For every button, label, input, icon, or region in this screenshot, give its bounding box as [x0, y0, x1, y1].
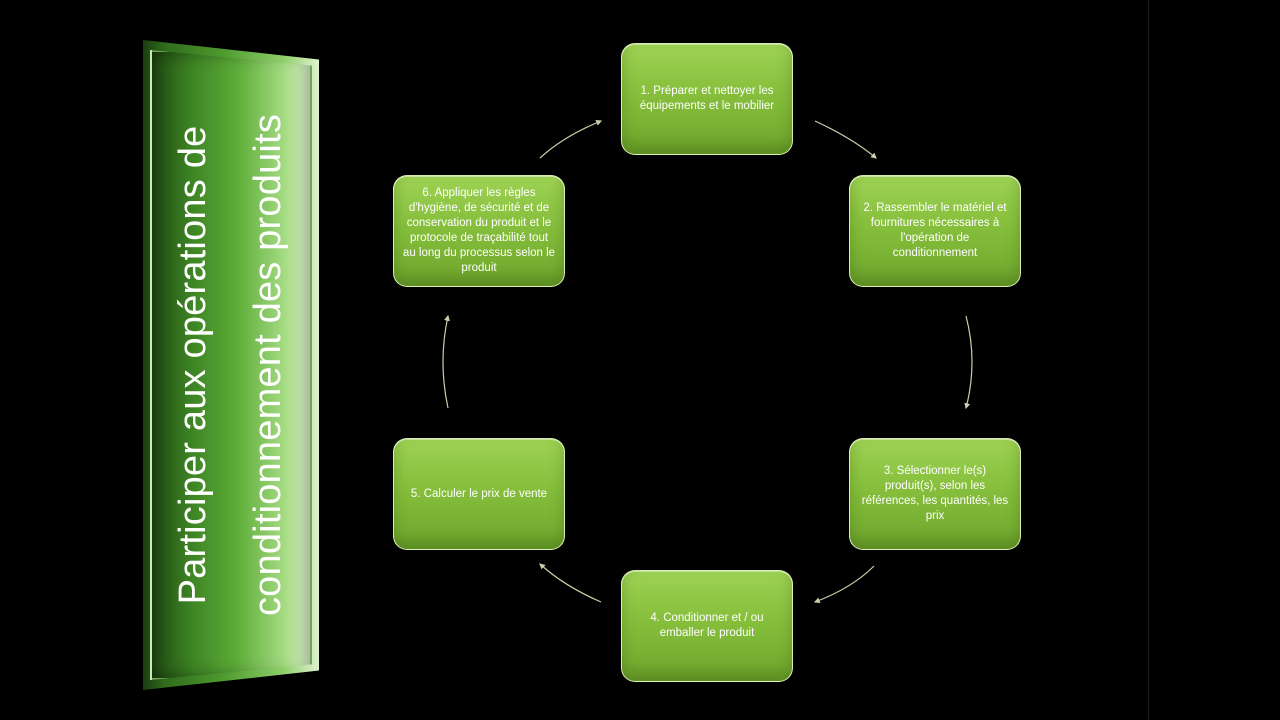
window-margin — [1148, 0, 1280, 720]
title-banner-frame: Participer aux opérations de conditionne… — [150, 50, 312, 680]
cycle-step-label: 4. Conditionner et / ou emballer le prod… — [650, 612, 764, 639]
connector-4-to-5 — [539, 563, 602, 603]
connector-6-to-1 — [539, 120, 603, 159]
cycle-step-label: 2. Rassembler le matériel et fournitures… — [863, 202, 1007, 259]
cycle-step-6: 6. Appliquer les règles d'hygiène, de sé… — [393, 175, 565, 287]
cycle-step-4: 4. Conditionner et / ou emballer le prod… — [621, 570, 793, 682]
cycle-step-label: 6. Appliquer les règles d'hygiène, de sé… — [402, 187, 556, 274]
title-banner: Participer aux opérations de conditionne… — [143, 40, 319, 690]
connector-5-to-6 — [442, 314, 450, 409]
cycle-step-2: 2. Rassembler le matériel et fournitures… — [849, 175, 1021, 287]
slide-title: Participer aux opérations de conditionne… — [156, 85, 306, 645]
cycle-step-label: 1. Préparer et nettoyer les équipements … — [639, 85, 775, 112]
cycle-step-5: 5. Calculer le prix de vente — [393, 438, 565, 550]
connector-1-to-2 — [814, 120, 877, 159]
cycle-step-label: 3. Sélectionner le(s) produit(s), selon … — [861, 465, 1009, 522]
cycle-step-3: 3. Sélectionner le(s) produit(s), selon … — [849, 438, 1021, 550]
slide-title-line-1: Participer aux opérations de — [171, 125, 214, 605]
slide: Participer aux opérations de conditionne… — [143, 40, 1021, 690]
cycle-step-label: 5. Calculer le prix de vente — [410, 487, 548, 500]
cycle-step-1: 1. Préparer et nettoyer les équipements … — [621, 43, 793, 155]
connector-2-to-3 — [964, 315, 973, 410]
slide-title-line-2: conditionnement des produits — [247, 113, 289, 617]
connector-3-to-4 — [813, 565, 875, 604]
